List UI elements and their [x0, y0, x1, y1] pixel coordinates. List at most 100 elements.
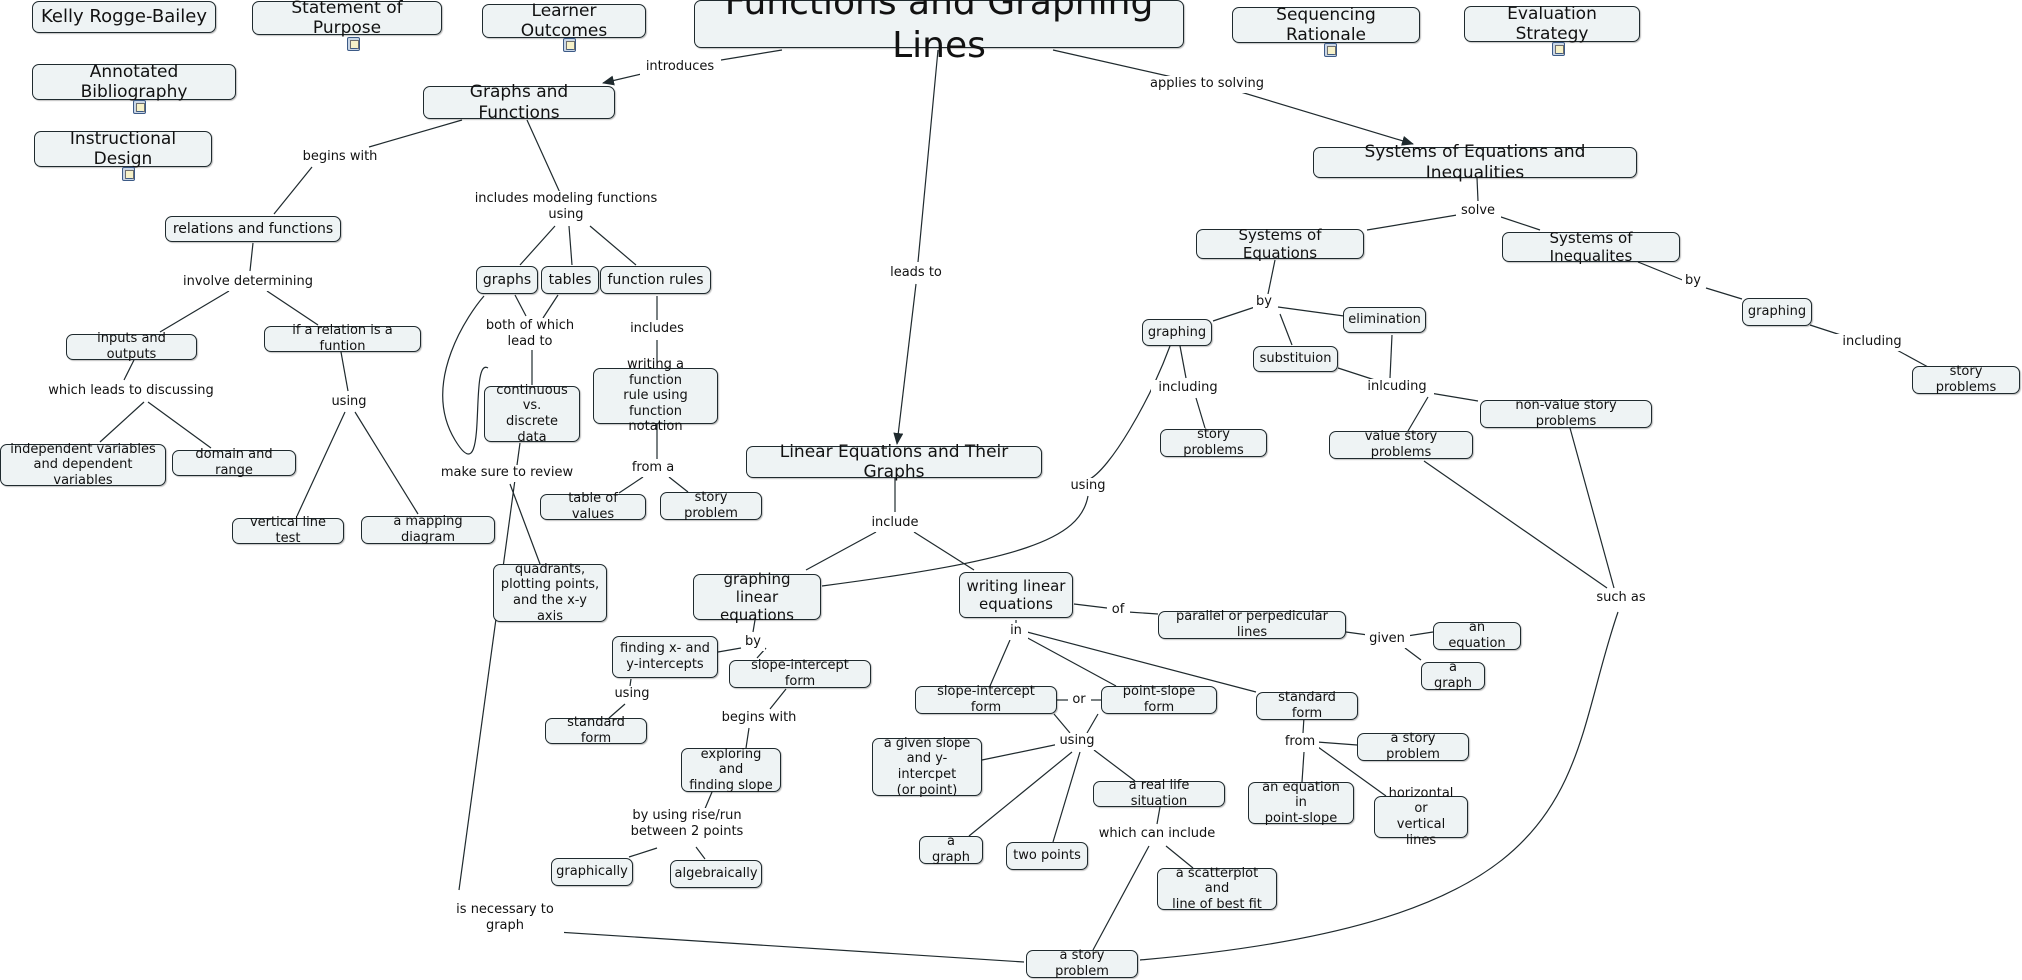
concept-an-equation[interactable]: an equation [1433, 620, 1521, 651]
resource-sequencing[interactable]: Sequencing Rationale [1232, 5, 1420, 45]
connector-line [514, 294, 527, 317]
concept-substitution[interactable]: substituion [1253, 346, 1338, 372]
concept-horiz-vert[interactable]: horizontal or vertical lines [1374, 786, 1468, 848]
concept-vertical-line[interactable]: vertical line test [232, 515, 344, 546]
concept-parallel[interactable]: parallel or perpedicular lines [1158, 609, 1346, 640]
concept-graphing-i[interactable]: graphing [1742, 298, 1812, 326]
concept-graphs-functions[interactable]: Graphs and Functions [423, 82, 615, 123]
document-icon[interactable] [1324, 43, 1337, 57]
concept-real-life[interactable]: a real life situation [1093, 778, 1225, 809]
connector-line [1476, 177, 1479, 202]
connector-line [1212, 306, 1256, 322]
concept-relations[interactable]: relations and functions [165, 216, 341, 242]
concept-graphing-linear[interactable]: graphing linear equations [693, 570, 821, 624]
concept-tables[interactable]: tables [541, 266, 599, 294]
author-name[interactable]: Kelly Rogge-Bailey [32, 1, 216, 33]
link-label-by-sys: by [1252, 293, 1276, 311]
concept-nonvalue-story[interactable]: non-value story problems [1480, 398, 1652, 429]
link-label-by-gl: by [741, 633, 765, 651]
concept-story-problem-bottom[interactable]: a story problem [1026, 948, 1138, 979]
concept-a-graph-p[interactable]: a graph [1421, 660, 1485, 691]
connector-line [1093, 749, 1136, 782]
concept-eq-point-slope[interactable]: an equation in point-slope [1248, 780, 1354, 826]
resource-statement[interactable]: Statement of Purpose [252, 0, 442, 38]
concept-standard-form-g[interactable]: standard form [545, 715, 647, 746]
concept-story-problems-s[interactable]: story problems [1160, 427, 1267, 458]
concept-graphically[interactable]: graphically [551, 858, 633, 886]
link-label-using-sys: using [1065, 477, 1111, 495]
concept-inputs-outputs[interactable]: inputs and outputs [66, 331, 197, 362]
connector-line [340, 351, 349, 392]
document-icon[interactable] [1552, 42, 1565, 56]
connector-line [1053, 713, 1071, 734]
connector-line [526, 119, 562, 196]
concept-linear-eq[interactable]: Linear Equations and Their Graphs [746, 442, 1042, 482]
concept-exploring-slope[interactable]: exploring and finding slope [681, 747, 781, 793]
connector-line [1267, 259, 1276, 295]
resource-evaluation[interactable]: Evaluation Strategy [1464, 4, 1640, 44]
concept-given-slope[interactable]: a given slope and y-intercpet (or point) [872, 736, 982, 798]
map-title[interactable]: Functions and Graphing Lines [694, 0, 1184, 66]
concept-story-problem-sf[interactable]: a story problem [1357, 731, 1469, 762]
document-icon[interactable] [347, 37, 360, 51]
connector-line [1389, 334, 1393, 379]
connector-line [1705, 287, 1743, 300]
connector-line [296, 411, 346, 517]
concept-continuous[interactable]: continuous vs. discrete data [484, 383, 580, 445]
connector-line [589, 225, 637, 266]
connector-line [1156, 806, 1161, 825]
link-label-applies-to: applies to solving [1137, 75, 1277, 93]
concept-graphs[interactable]: graphs [476, 266, 538, 294]
connector-line [1073, 603, 1108, 609]
link-label-given: given [1364, 630, 1410, 648]
concept-graphing-s[interactable]: graphing [1142, 319, 1212, 346]
connector-line [628, 847, 658, 858]
connector-line [1423, 460, 1608, 589]
document-icon[interactable] [563, 38, 576, 52]
document-icon[interactable] [122, 167, 135, 181]
concept-story-problem-fr[interactable]: story problem [660, 490, 762, 521]
connector-line [769, 688, 787, 710]
concept-is-function[interactable]: if a relation is a funtion [264, 323, 421, 354]
connector-line [745, 727, 750, 749]
concept-slope-intercept-g[interactable]: slope-intercept form [729, 658, 871, 689]
concept-quadrants[interactable]: quadrants, plotting points, and the x-y … [493, 562, 607, 624]
connector-line [1345, 631, 1369, 636]
link-label-in: in [1004, 622, 1028, 640]
concept-scatterplot[interactable]: a scatterplot and line of best fit [1157, 866, 1277, 912]
document-icon[interactable] [133, 100, 146, 114]
concept-elimination[interactable]: elimination [1343, 307, 1426, 333]
resource-bibliography[interactable]: Annotated Bibliography [32, 62, 236, 102]
concept-function-rules[interactable]: function rules [600, 266, 711, 294]
concept-domain-range[interactable]: domain and range [172, 447, 296, 478]
concept-slope-intercept-w[interactable]: slope-intercept form [915, 684, 1057, 715]
connector-line [695, 846, 706, 860]
concept-a-graph-w[interactable]: a graph [919, 834, 983, 865]
connector-line [1316, 741, 1358, 746]
concept-table-values[interactable]: table of values [540, 491, 646, 522]
concept-value-story[interactable]: value story problems [1329, 429, 1473, 460]
link-label-including-ineq: including [1835, 333, 1909, 351]
concept-writing-linear[interactable]: writing linear equations [959, 572, 1073, 618]
resource-instructional[interactable]: Instructional Design [34, 129, 212, 169]
concept-intercepts[interactable]: finding x- and y-intercepts [612, 636, 718, 678]
link-label-of: of [1106, 601, 1130, 619]
concept-story-problems-i[interactable]: story problems [1912, 364, 2020, 395]
concept-sys-ineq[interactable]: Systems of Inequalites [1502, 229, 1680, 265]
connector-line [249, 242, 254, 272]
connector-line [1092, 845, 1150, 951]
concept-algebraically[interactable]: algebraically [670, 860, 762, 888]
concept-mapping[interactable]: a mapping diagram [361, 514, 495, 545]
link-label-using-rel: using [326, 393, 372, 411]
concept-point-slope[interactable]: point-slope form [1101, 684, 1217, 715]
resource-outcomes[interactable]: Learner Outcomes [482, 1, 646, 41]
concept-two-points[interactable]: two points [1006, 842, 1088, 870]
concept-systems[interactable]: Systems of Equations and Inequalities [1313, 142, 1637, 183]
concept-writing-rule[interactable]: writing a function rule using function n… [593, 357, 718, 434]
connector-line [159, 290, 230, 333]
connector-line [368, 119, 463, 148]
concept-standard-form-w[interactable]: standard form [1256, 690, 1358, 721]
concept-indep-dep[interactable]: independent variables and dependent vari… [0, 442, 166, 488]
concept-sys-eq[interactable]: Systems of Equations [1196, 226, 1364, 262]
